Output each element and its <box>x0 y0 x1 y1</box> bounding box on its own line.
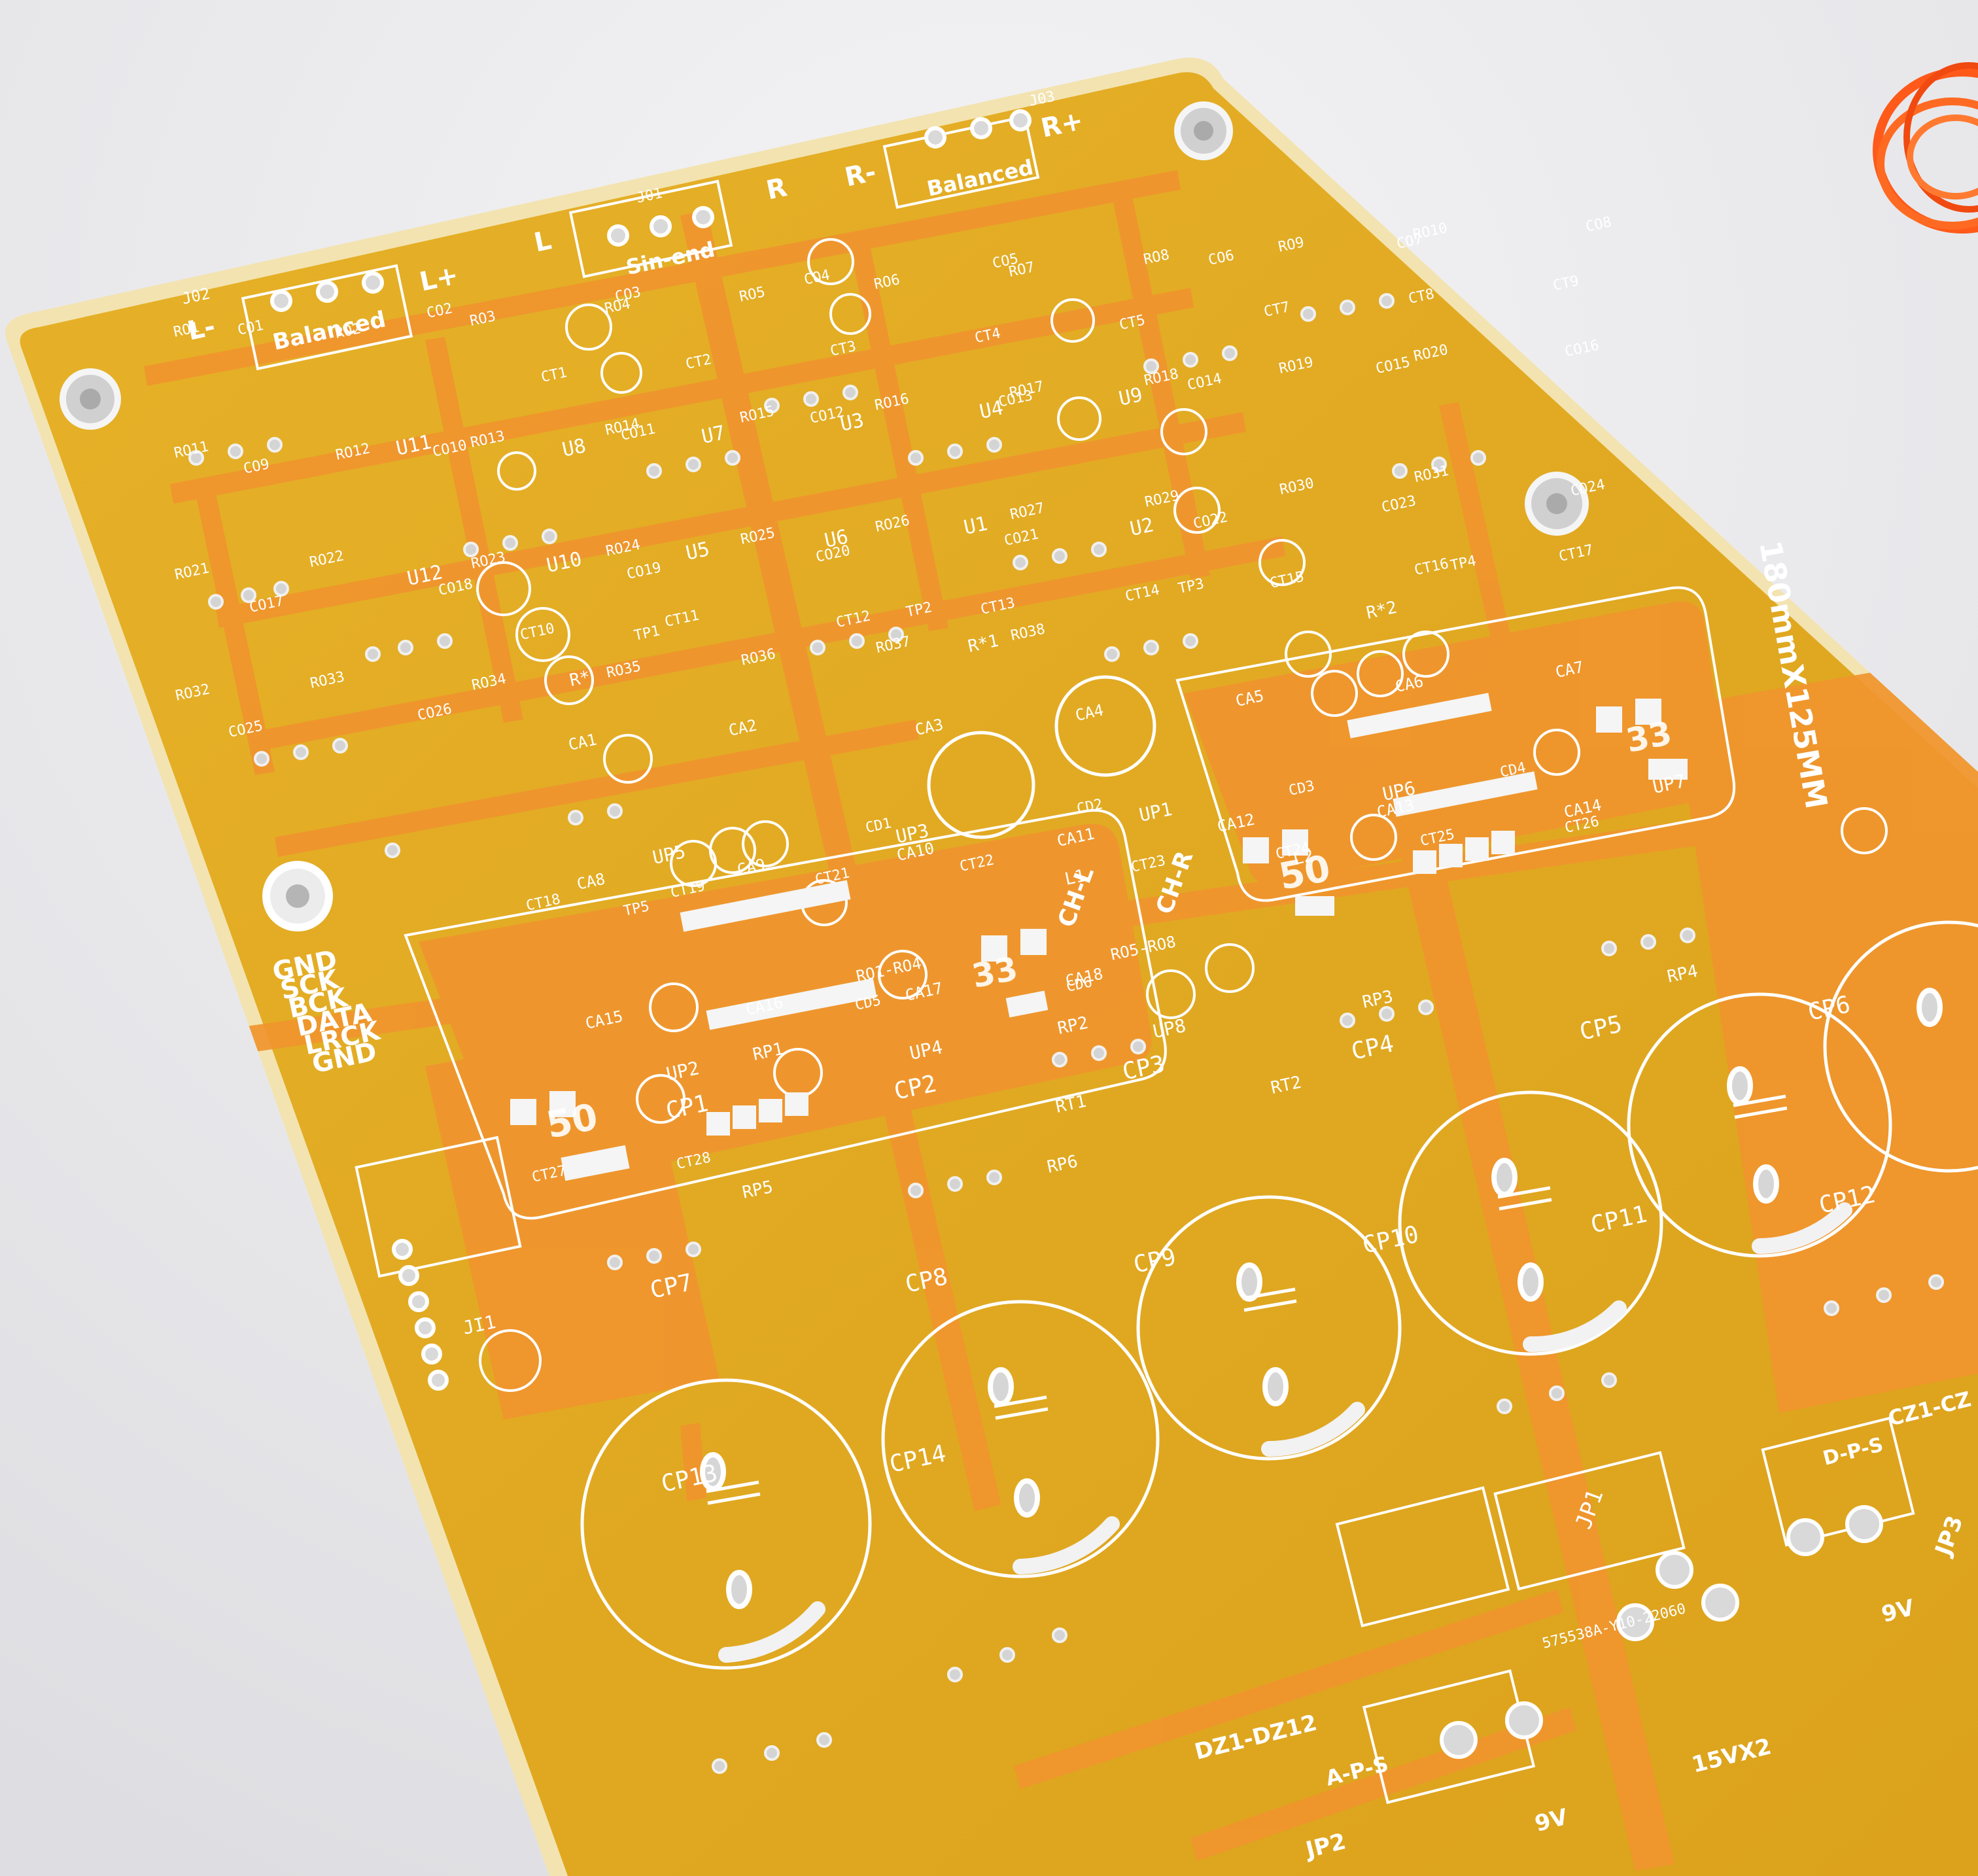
electrolytic-capacitors <box>580 675 1978 1670</box>
rubber-bands <box>1873 62 1978 234</box>
smd-value-left: 50 <box>543 1096 601 1147</box>
small-via-pads <box>188 293 1944 1774</box>
refdes-label: U7 <box>699 421 727 449</box>
refdes-label: U9 <box>1117 383 1145 411</box>
electrolytic-capacitor-bands <box>718 1202 1852 1663</box>
j03-minus-label: R- <box>842 157 879 193</box>
through-hole-pads <box>270 109 1883 1759</box>
refdes-label: U8 <box>560 434 588 462</box>
smd-value-left-2: 33 <box>969 950 1020 996</box>
refdes-label: U6 <box>822 525 850 553</box>
smd-value-right: 50 <box>1275 847 1334 899</box>
refdes-label: L1 <box>1063 866 1087 890</box>
j02-minus-label: L- <box>185 311 218 347</box>
refdes-label: U4 <box>977 396 1005 424</box>
refdes-label: U5 <box>684 538 712 565</box>
small-capacitor-outlines <box>476 238 1888 1392</box>
refdes-label: R* <box>568 667 592 691</box>
refdes-label: U1 <box>962 512 990 540</box>
refdes-label: U2 <box>1128 513 1156 541</box>
smd-pads <box>510 693 1688 1181</box>
mounting-holes <box>60 101 1589 931</box>
refdes-label: L2 <box>1291 846 1315 869</box>
ji1-pin-labels: GND SCK BCK DATA LRCK GND <box>270 945 384 1079</box>
refdes-label: U3 <box>838 409 866 436</box>
large-capacitor-pads <box>700 988 1943 1609</box>
capacitor-symbols <box>706 1094 1788 1505</box>
smd-value-right-2: 33 <box>1623 714 1674 760</box>
